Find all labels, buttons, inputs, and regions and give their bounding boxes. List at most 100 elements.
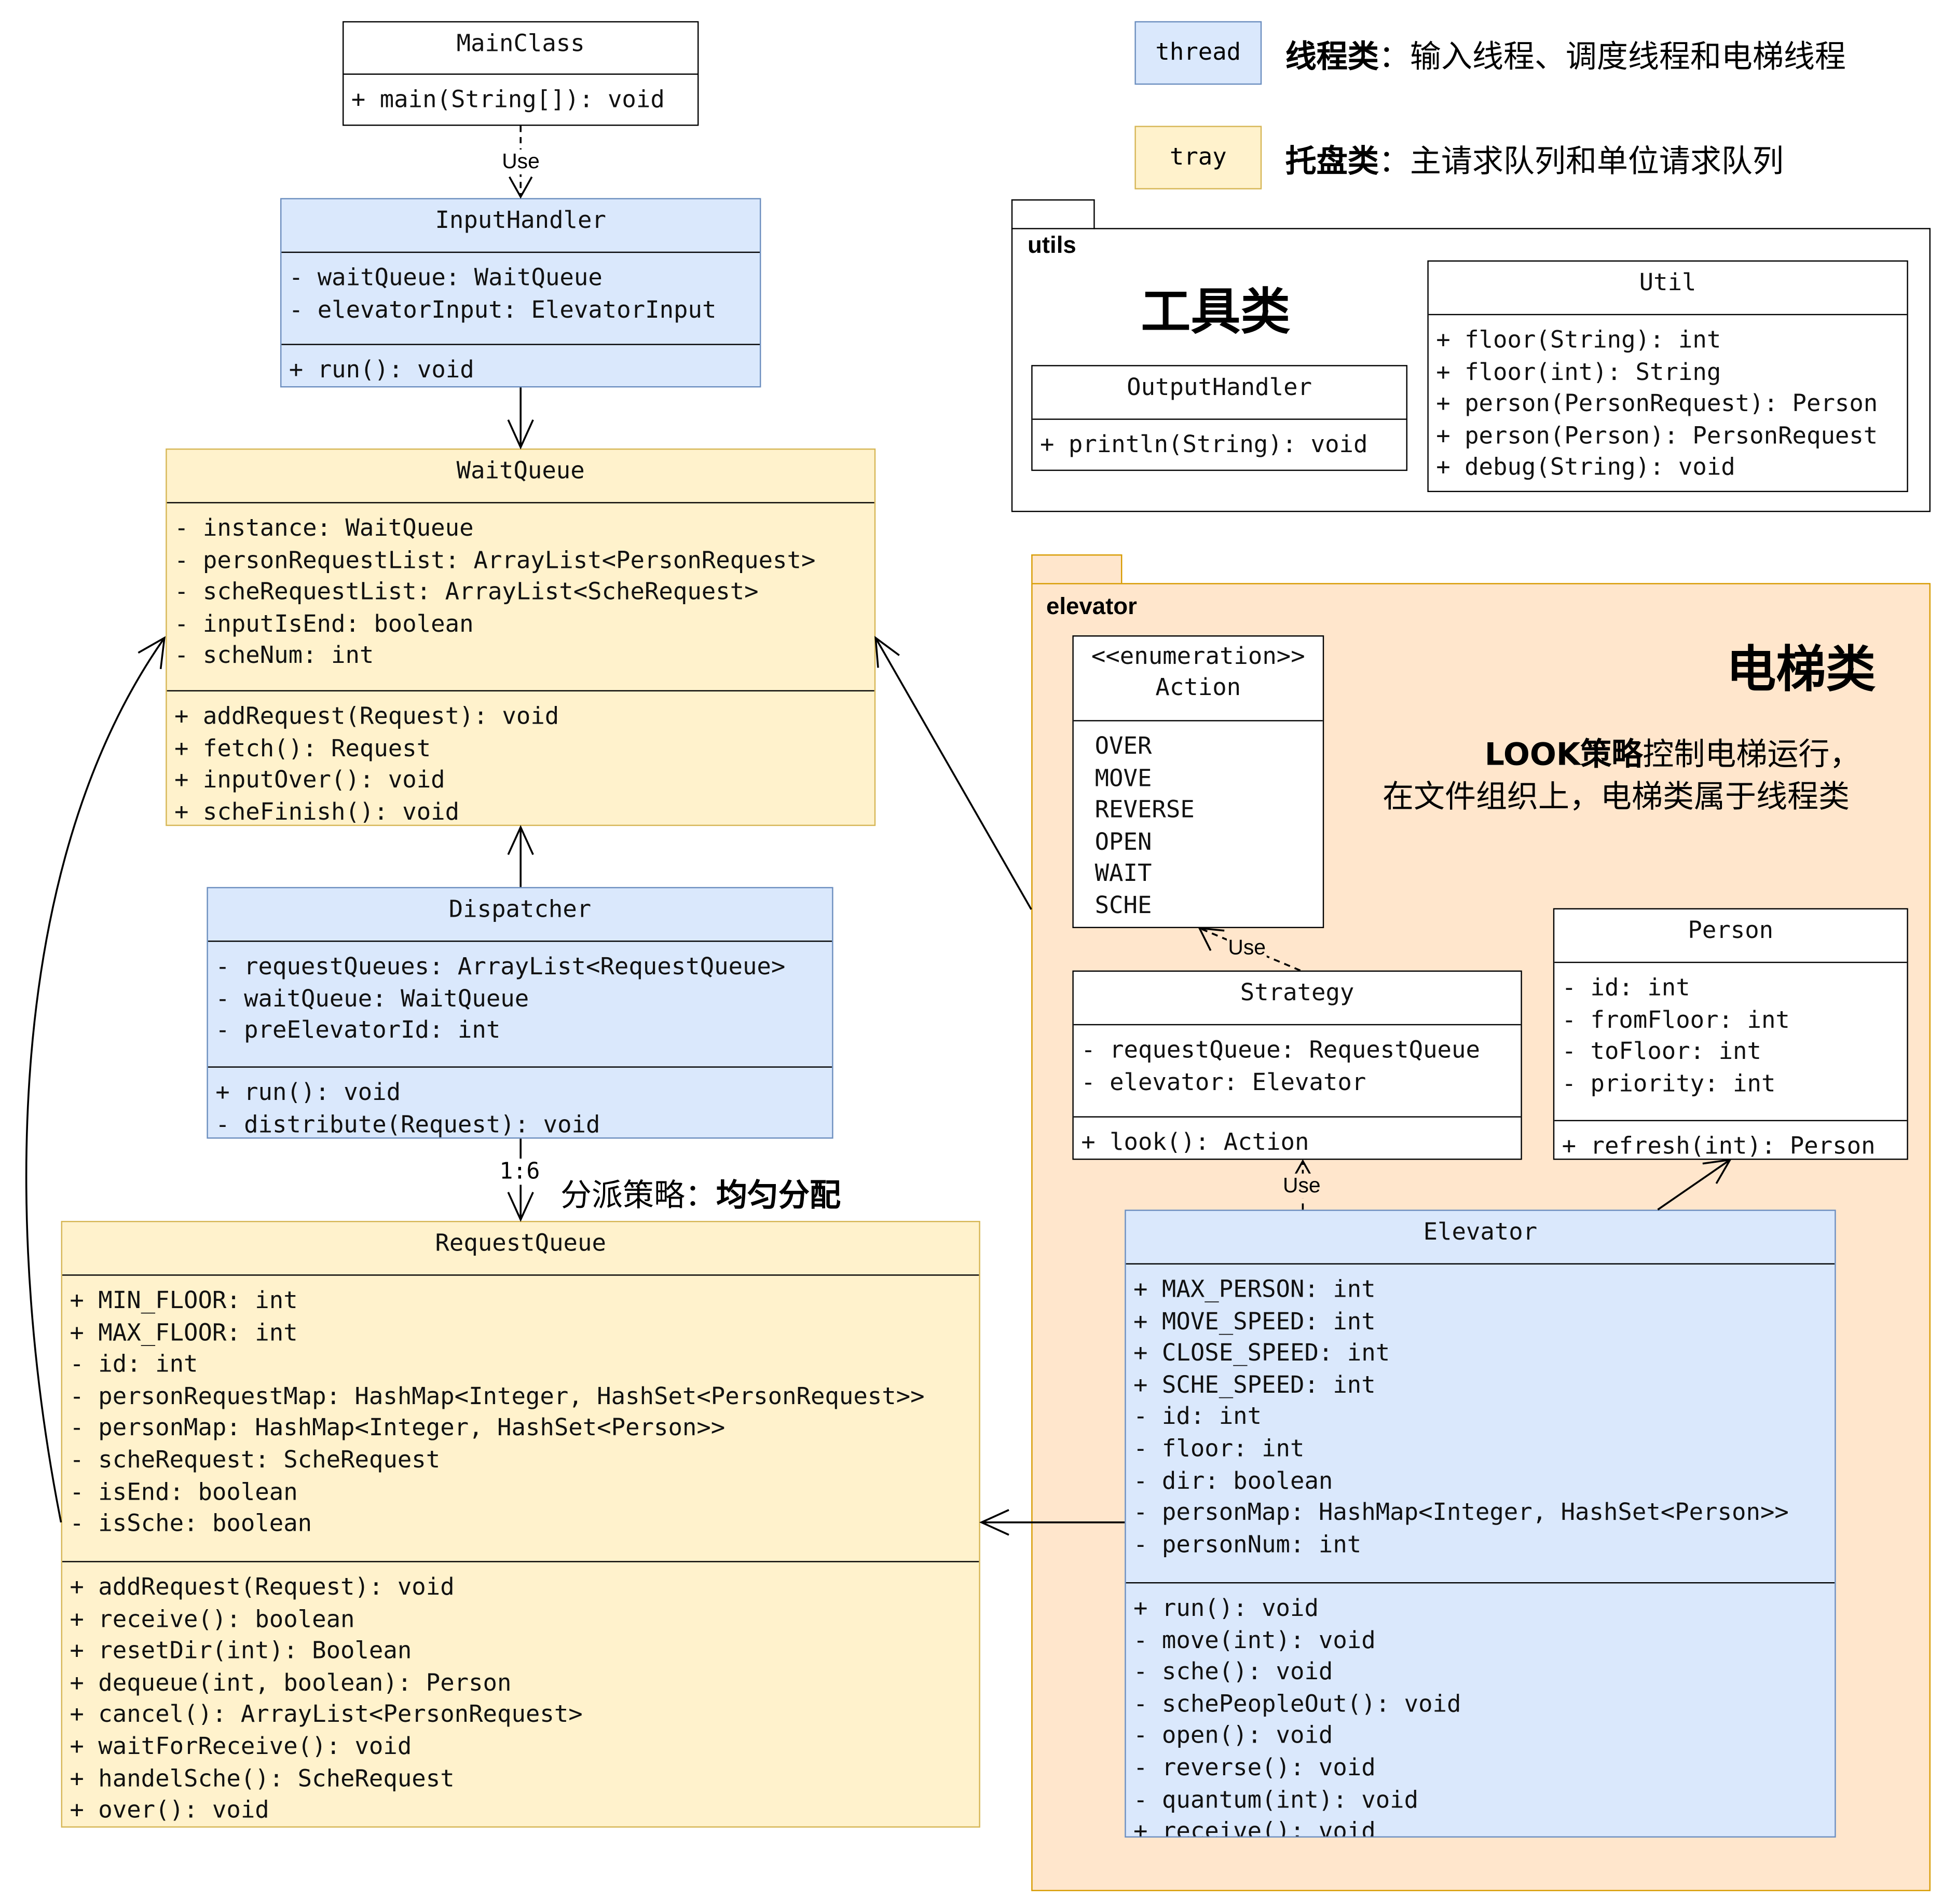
edge-requestqueue-to-waitqueue [25,637,166,1523]
member-row: + run(): void [1133,1595,1319,1622]
member-row: + person(Person): PersonRequest [1436,422,1878,450]
legend-tray-swatch: tray [1134,126,1262,189]
methods: + println(String): void [1033,420,1406,462]
edge-elevator-to-person [1657,1159,1731,1211]
member-row: + MOVE_SPEED: int [1133,1308,1376,1335]
elevator-package-title: 电梯类 [1726,642,1876,699]
class-name: MainClass [344,22,697,75]
dispatch-note-bold: 均匀分配 [716,1177,841,1214]
member-row: - elevatorInput: ElevatorInput [289,296,717,324]
arrowhead-dispatcher-to-requestqueue [507,1192,534,1222]
arrowhead-elevator-package-to-waitqueue [874,635,900,668]
member-row: OVER [1094,732,1152,760]
member-row: - sche(): void [1133,1658,1333,1686]
member-row: + run(): void [289,356,474,384]
member-row: + receive(): boolean [70,1605,355,1633]
member-row: - dir: boolean [1133,1467,1333,1494]
arrowhead-requestqueue-to-waitqueue [138,636,166,670]
class-name: WaitQueue [167,450,874,504]
arrowhead-strategy-to-action [1198,927,1225,951]
member-row: - schePeopleOut(): void [1133,1690,1461,1718]
member-row: + waitForReceive(): void [70,1733,412,1761]
member-row: - preElevatorId: int [215,1016,501,1044]
member-row: - toFloor: int [1562,1038,1761,1066]
class-name: InputHandler [281,199,760,253]
attributes: - id: int- fromFloor: int- toFloor: int-… [1554,963,1907,1120]
methods: + run(): void- move(int): void- sche(): … [1126,1582,1835,1837]
class-name: RequestQueue [62,1222,979,1276]
elevator-package-label: elevator [1046,594,1137,621]
attributes: - instance: WaitQueue- personRequestList… [167,504,874,690]
class-name: Dispatcher [208,888,832,942]
member-row: - id: int [1562,974,1690,1002]
dispatch-note-plain: 分派策略： [560,1177,717,1214]
class-person: Person - id: int- fromFloor: int- toFloo… [1553,908,1908,1160]
member-row: + SCHE_SPEED: int [1133,1371,1376,1399]
member-row: + resetDir(int): Boolean [70,1637,412,1665]
member-row: + floor(int): String [1436,358,1721,386]
member-row: + dequeue(int, boolean): Person [70,1669,512,1697]
utils-package [1011,228,1931,512]
member-row: + addRequest(Request): void [70,1573,455,1601]
member-row: - quantum(int): void [1133,1786,1419,1814]
member-row: - id: int [70,1351,198,1378]
member-row: - waitQueue: WaitQueue [289,264,603,292]
member-row: OPEN [1094,828,1152,856]
elevator-package-note-line1: LOOK策略控制电梯运行， [1485,730,1861,774]
enum-header: <<enumeration>> Action [1073,636,1323,722]
legend-thread-bold: 线程类 [1285,38,1379,75]
member-row: - personMap: HashMap<Integer, HashSet<Pe… [70,1414,726,1442]
class-mainclass: MainClass + main(String[]): void [343,21,699,126]
member-row: SCHE [1094,892,1152,920]
methods: + run(): void [281,344,760,386]
class-requestqueue: RequestQueue + MIN_FLOOR: int+ MAX_FLOOR… [61,1221,980,1828]
edge-elevator-package-to-waitqueue [874,637,1032,910]
note-line1-rest: 控制电梯运行， [1643,736,1861,772]
edge-label-use-main: Use [500,149,541,174]
class-dispatcher: Dispatcher - requestQueues: ArrayList<Re… [207,887,833,1139]
member-row: - distribute(Request): void [215,1110,600,1138]
member-row: - open(): void [1133,1722,1333,1750]
legend-thread-swatch: thread [1134,21,1262,85]
member-row: + fetch(): Request [174,735,431,762]
member-row: - personNum: int [1133,1531,1362,1558]
attributes: + MIN_FLOOR: int+ MAX_FLOOR: int- id: in… [62,1276,979,1561]
methods: + run(): void - distribute(Request): void [208,1066,832,1138]
member-row: - requestQueue: RequestQueue [1081,1036,1480,1064]
legend-tray-bold: 托盘类 [1285,143,1379,180]
methods: + main(String[]): void [344,75,697,117]
member-row: + inputOver(): void [174,766,445,794]
class-name: Elevator [1126,1211,1835,1264]
member-row: - instance: WaitQueue [174,514,474,542]
attributes: - waitQueue: WaitQueue - elevatorInput: E… [281,253,760,344]
member-row: + main(String[]): void [351,86,665,114]
member-row: - fromFloor: int [1562,1006,1790,1034]
methods: + refresh(int): Person [1554,1120,1907,1160]
class-waitqueue: WaitQueue - instance: WaitQueue- personR… [166,448,876,826]
legend-tray-rest: ：主请求队列和单位请求队列 [1378,143,1784,180]
member-row: + over(): void [70,1797,269,1824]
member-row: + scheFinish(): void [174,798,460,826]
attributes: - requestQueue: RequestQueue- elevator: … [1074,1025,1521,1116]
member-row: + run(): void [215,1079,401,1107]
class-inputhandler: InputHandler - waitQueue: WaitQueue - ele… [280,198,761,388]
member-row: - waitQueue: WaitQueue [215,985,529,1013]
arrowhead-dispatcher-to-waitqueue [507,825,534,855]
class-elevator: Elevator + MAX_PERSON: int + MOVE_SPEED: … [1125,1209,1836,1838]
member-row: + MAX_PERSON: int [1133,1275,1376,1303]
member-row: + MAX_FLOOR: int [70,1318,298,1347]
member-row: + println(String): void [1040,431,1368,459]
member-row: + refresh(int): Person [1562,1132,1876,1160]
methods: + look(): Action [1073,1116,1521,1159]
member-row: - personMap: HashMap<Integer, HashSet<Pe… [1133,1499,1789,1527]
edge-label-use-action: Use [1227,935,1267,961]
member-row: + handelSche(): ScheRequest [70,1764,455,1792]
attributes: - requestQueues: ArrayList<RequestQueue>… [208,942,832,1066]
class-name: OutputHandler [1032,366,1406,420]
member-row: - scheRequestList: ArrayList<ScheRequest… [174,578,759,606]
methods: + floor(String): int+ floor(int): String… [1429,315,1907,484]
edge-strategy-to-action [1199,927,1301,972]
